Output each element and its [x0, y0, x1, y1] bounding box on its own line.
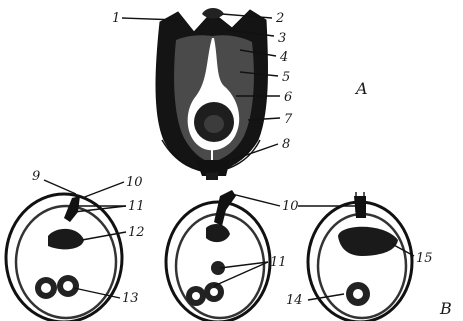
stigma [202, 8, 224, 19]
label-4: 4 [279, 50, 288, 65]
panel-b-letter: B [439, 299, 452, 318]
stalk [206, 172, 218, 180]
label-7: 7 [284, 112, 293, 127]
label-2: 2 [275, 11, 284, 26]
label-3: 3 [278, 31, 286, 46]
panel-a-letter: A [354, 79, 368, 98]
leader-10b [232, 194, 280, 206]
leader-9 [44, 180, 76, 194]
label-14: 14 [286, 293, 303, 308]
panel-b-ovule-1: 9 10 11 12 13 [6, 169, 145, 321]
label-10a: 10 [126, 175, 143, 190]
label-13a: 13 [122, 291, 139, 306]
label-5: 5 [282, 70, 290, 85]
label-11b: 11 [270, 255, 287, 270]
label-15: 15 [416, 251, 433, 266]
label-9: 9 [32, 169, 40, 184]
label-8: 8 [282, 137, 290, 152]
label-10b: 10 [282, 199, 299, 214]
panel-b-ovule-3: 15 14 [286, 192, 433, 321]
leader-10a [82, 182, 124, 198]
label-12: 12 [128, 225, 145, 240]
label-1: 1 [112, 11, 120, 26]
label-11a: 11 [128, 199, 145, 214]
ovule-1-inner-integument [16, 206, 116, 318]
label-6: 6 [284, 90, 292, 105]
embryo-sac [204, 115, 224, 133]
panel-a-pistil: 1 2 3 4 5 6 7 8 A [112, 8, 368, 180]
panel-b-ovule-2: 10 11 [166, 190, 299, 321]
